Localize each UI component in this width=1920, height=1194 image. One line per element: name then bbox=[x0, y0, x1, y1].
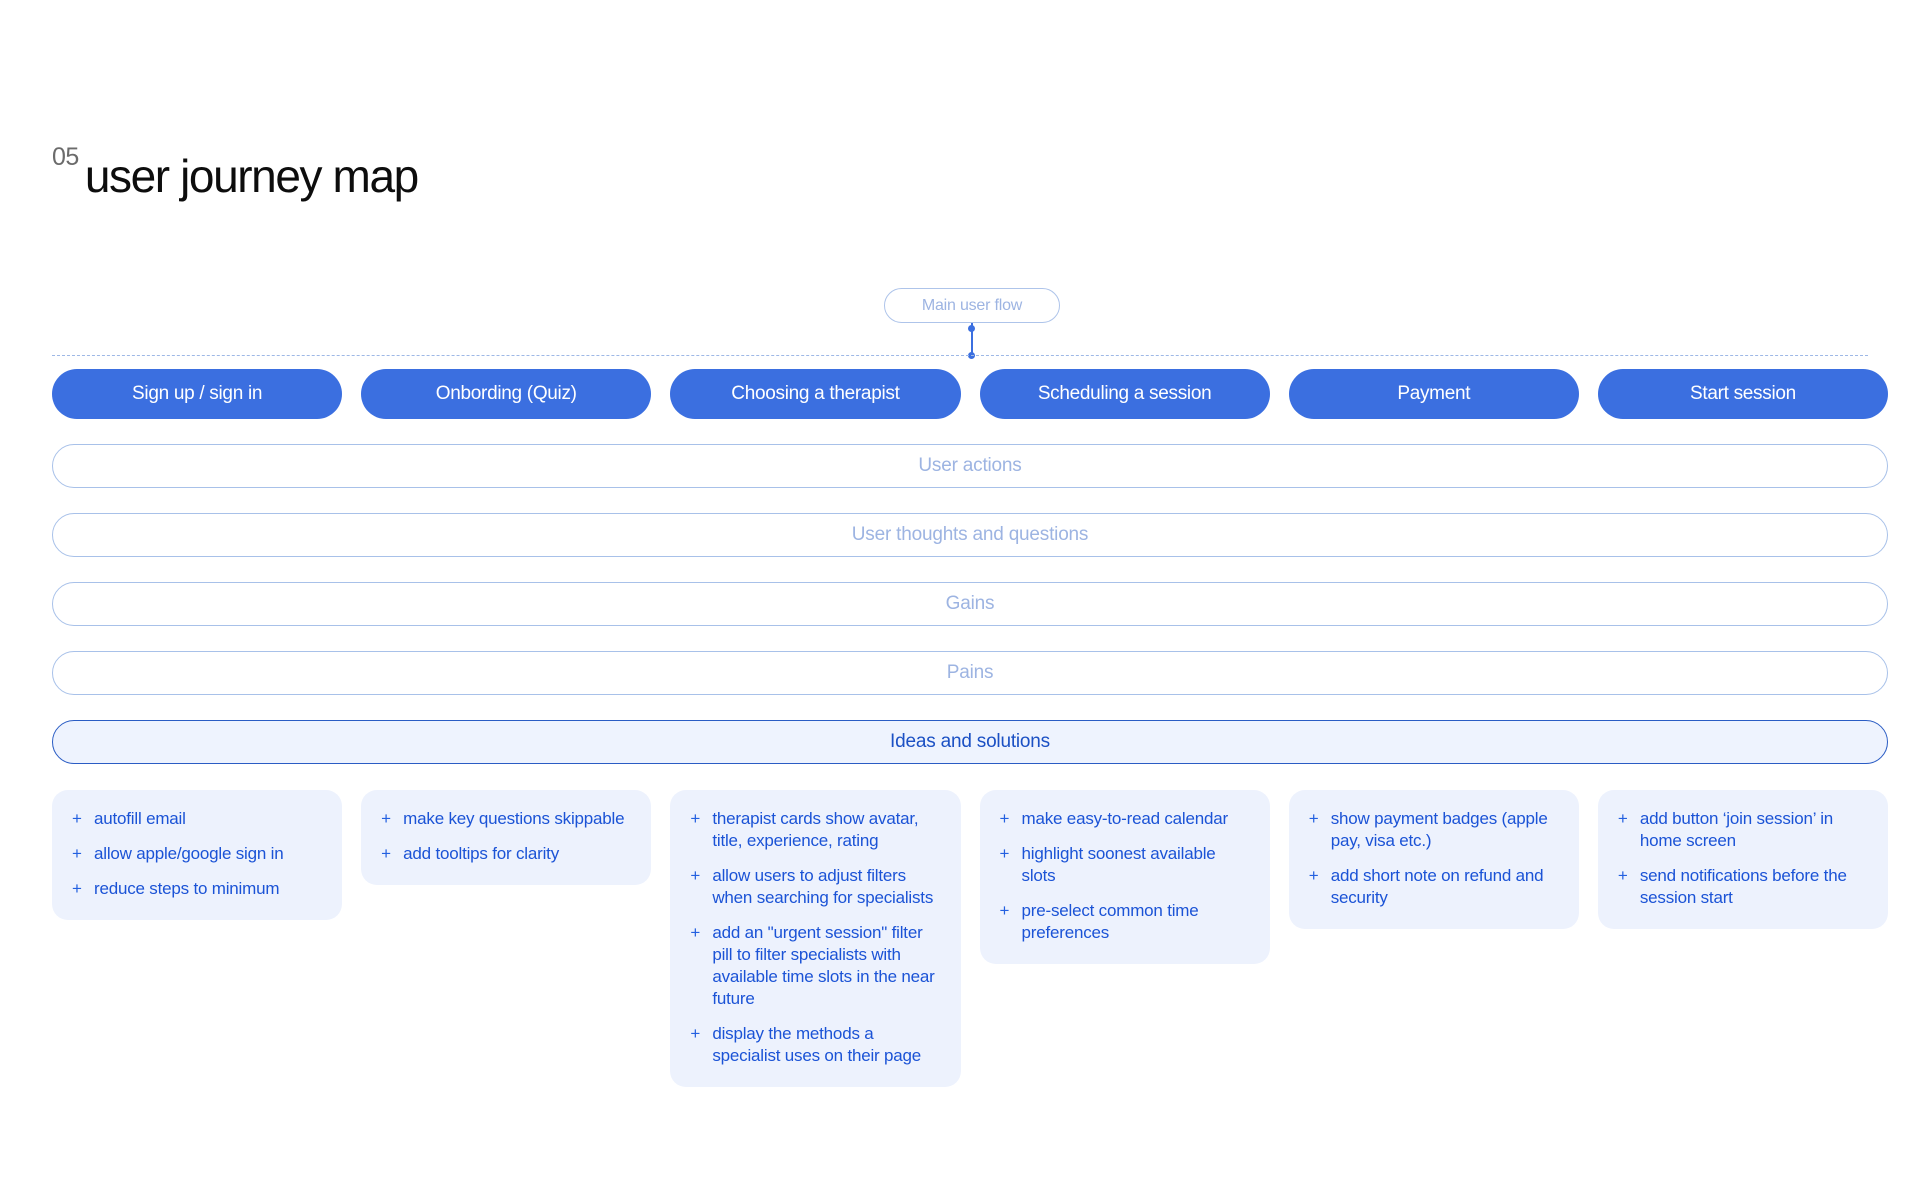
lane-row-label: Gains bbox=[945, 593, 995, 614]
idea-item-text: allow apple/google sign in bbox=[94, 844, 284, 863]
lane-row[interactable]: User actions bbox=[52, 444, 1888, 488]
stage-button-label: Scheduling a session bbox=[1037, 383, 1212, 404]
stage-button-label: Choosing a therapist bbox=[731, 383, 900, 404]
page-title-text: user journey map bbox=[84, 150, 419, 202]
stage-button-label: Payment bbox=[1397, 383, 1471, 404]
idea-item: + make key questions skippable bbox=[381, 808, 631, 830]
idea-item-text: add button ‘join session’ in home screen bbox=[1639, 809, 1834, 850]
idea-item-text: display the methods a specialist uses on… bbox=[712, 1024, 922, 1065]
idea-item-text: make easy-to-read calendar bbox=[1021, 809, 1229, 828]
idea-card: + make easy-to-read calendar + highlight so… bbox=[979, 790, 1270, 964]
idea-item-text: autofill email bbox=[94, 809, 186, 828]
page-title-number: 05 bbox=[52, 143, 79, 171]
idea-item: + add button ‘join session’ in home scree… bbox=[1618, 808, 1868, 852]
idea-card: + show payment badges (apple pay, visa et… bbox=[1288, 790, 1579, 929]
lane-row-label: Pains bbox=[946, 662, 994, 683]
idea-card: + therapist cards show avatar, title, exp… bbox=[670, 790, 961, 1087]
idea-card-row: + autofill email + allow apple/google sign … bbox=[52, 790, 1889, 1087]
idea-item: + therapist cards show avatar, title, exp… bbox=[690, 808, 940, 852]
plus-icon: + bbox=[381, 844, 392, 863]
stage-button-label: Start session bbox=[1689, 383, 1796, 404]
lane-row[interactable]: Ideas and solutions bbox=[52, 720, 1888, 764]
main-user-flow-pill[interactable]: Main user flow bbox=[884, 288, 1060, 323]
plus-icon: + bbox=[999, 901, 1010, 920]
lane-row[interactable]: User thoughts and questions bbox=[52, 513, 1888, 557]
plus-icon: + bbox=[1308, 866, 1319, 885]
stage-button[interactable]: Sign up / sign in bbox=[52, 369, 343, 419]
idea-item-text: add short note on refund and security bbox=[1330, 866, 1544, 907]
stage-button[interactable]: Onbording (Quiz) bbox=[361, 369, 652, 419]
plus-icon: + bbox=[999, 809, 1010, 828]
stage-button[interactable]: Start session bbox=[1597, 369, 1889, 419]
plus-icon: + bbox=[999, 844, 1010, 863]
idea-item: + display the methods a specialist uses o… bbox=[690, 1023, 940, 1067]
idea-item: + add an "urgent session" filter pill to … bbox=[690, 922, 940, 1010]
idea-card: + autofill email + allow apple/google sign … bbox=[52, 790, 343, 920]
stage-button[interactable]: Payment bbox=[1288, 369, 1579, 419]
idea-item: + reduce steps to minimum bbox=[72, 878, 322, 900]
lane-row-label: User thoughts and questions bbox=[851, 524, 1089, 545]
idea-item: + make easy-to-read calendar bbox=[1000, 808, 1250, 830]
page-title: 05 user journey map bbox=[52, 140, 419, 202]
plus-icon: + bbox=[690, 923, 701, 942]
plus-icon: + bbox=[1617, 866, 1628, 885]
plus-icon: + bbox=[690, 1024, 701, 1043]
plus-icon: + bbox=[381, 809, 392, 828]
idea-item-text: add tooltips for clarity bbox=[403, 844, 560, 863]
idea-item: + autofill email bbox=[72, 808, 322, 830]
plus-icon: + bbox=[1308, 809, 1319, 828]
plus-icon: + bbox=[72, 879, 82, 898]
stage-button-label: Sign up / sign in bbox=[132, 383, 263, 404]
idea-item-text: pre-select common time preferences bbox=[1021, 901, 1199, 942]
flow-connector-line bbox=[971, 323, 973, 356]
idea-item: + add short note on refund and security bbox=[1309, 865, 1559, 909]
lane-row[interactable]: Pains bbox=[52, 651, 1888, 695]
idea-card: + make key questions skippable + add toolti… bbox=[361, 790, 652, 885]
main-user-flow-label: Main user flow bbox=[921, 296, 1023, 314]
idea-item: + allow users to adjust filters when sear… bbox=[690, 865, 940, 909]
idea-item: + send notifications before the session s… bbox=[1618, 865, 1868, 909]
idea-item-text: make key questions skippable bbox=[403, 809, 625, 828]
idea-item-text: highlight soonest available slots bbox=[1021, 844, 1216, 885]
idea-item-text: reduce steps to minimum bbox=[94, 879, 280, 898]
stage-button-row: Sign up / sign in Onbording (Quiz) Choosin… bbox=[52, 369, 1889, 419]
lane-row-label: Ideas and solutions bbox=[890, 731, 1050, 752]
idea-item-text: therapist cards show avatar, title, expe… bbox=[712, 809, 919, 850]
flow-connector-dot-top-icon bbox=[968, 325, 975, 332]
lane-row-label: User actions bbox=[918, 455, 1022, 476]
idea-card: + add button ‘join session’ in home scree… bbox=[1597, 790, 1889, 929]
idea-item-text: show payment badges (apple pay, visa etc… bbox=[1330, 809, 1548, 850]
idea-item: + show payment badges (apple pay, visa et… bbox=[1309, 808, 1559, 852]
idea-item: + allow apple/google sign in bbox=[72, 843, 322, 865]
idea-item-text: add an "urgent session" filter pill to f… bbox=[712, 923, 935, 1008]
plus-icon: + bbox=[690, 866, 701, 885]
idea-item-text: send notifications before the session st… bbox=[1639, 866, 1847, 907]
plus-icon: + bbox=[690, 809, 701, 828]
plus-icon: + bbox=[72, 844, 82, 863]
flow-divider-dashed-line bbox=[52, 355, 1868, 356]
stage-button[interactable]: Choosing a therapist bbox=[670, 369, 961, 419]
plus-icon: + bbox=[1617, 809, 1628, 828]
lane-row[interactable]: Gains bbox=[52, 582, 1888, 626]
stage-button[interactable]: Scheduling a session bbox=[979, 369, 1270, 419]
stage-button-label: Onbording (Quiz) bbox=[435, 383, 577, 404]
idea-item-text: allow users to adjust filters when searc… bbox=[712, 866, 934, 907]
idea-item: + highlight soonest available slots bbox=[1000, 843, 1250, 887]
idea-item: + add tooltips for clarity bbox=[381, 843, 631, 865]
idea-item: + pre-select common time preferences bbox=[1000, 900, 1250, 944]
plus-icon: + bbox=[72, 809, 82, 828]
